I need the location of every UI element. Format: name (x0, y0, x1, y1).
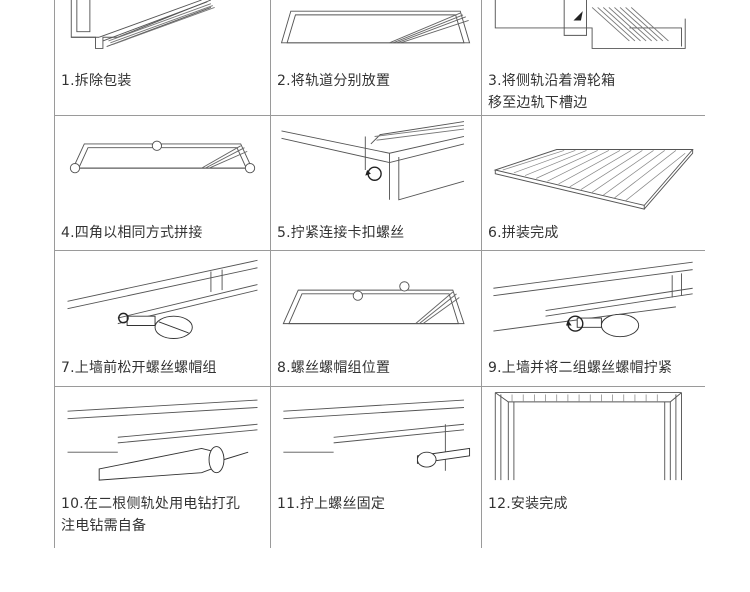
step-12-caption: 12.安装完成 (488, 493, 701, 515)
installation-steps-grid: 1.拆除包装 2.将轨道分别放置 (54, 0, 704, 548)
step-9-illustration (482, 251, 705, 359)
step-12-illustration (482, 387, 705, 495)
step-3-caption-line2: 移至边轨下槽边 (488, 92, 701, 114)
step-5-caption: 5.拧紧连接卡扣螺丝 (277, 222, 477, 244)
step-7-cell: 7.上墙前松开螺丝螺帽组 (55, 251, 271, 387)
step-7-illustration (55, 251, 270, 359)
step-1-caption: 1.拆除包装 (61, 70, 266, 92)
screwdriver-icon (127, 316, 192, 338)
corner-connector-icon (152, 141, 161, 150)
step-4-caption: 4.四角以相同方式拼接 (61, 222, 266, 244)
corner-connector-icon (70, 163, 79, 172)
arrow-icon (573, 11, 582, 20)
rotate-arrow-icon (365, 167, 381, 180)
screwdriver-icon (417, 448, 469, 467)
step-9-cell: 9.上墙并将二组螺丝螺帽拧紧 (482, 251, 705, 387)
step-8-illustration (271, 251, 481, 359)
step-9-caption: 9.上墙并将二组螺丝螺帽拧紧 (488, 357, 701, 379)
drill-icon (99, 447, 248, 481)
step-8-caption: 8.螺丝螺帽组位置 (277, 357, 477, 379)
screw-position-icon (353, 291, 362, 300)
step-6-cell: 6.拼装完成 (482, 116, 705, 251)
step-4-cell: 4.四角以相同方式拼接 (55, 116, 271, 251)
step-5-illustration (271, 116, 481, 224)
step-7-caption: 7.上墙前松开螺丝螺帽组 (61, 357, 266, 379)
step-10-caption: 10.在二根侧轨处用电钻打孔 注电钻需自备 (61, 493, 266, 537)
screwdriver-icon (577, 314, 638, 336)
step-11-illustration (271, 387, 481, 495)
step-3-caption-line1: 3.将侧轨沿着滑轮箱 (488, 70, 701, 92)
step-6-caption: 6.拼装完成 (488, 222, 701, 244)
step-3-cell: 3.将侧轨沿着滑轮箱 移至边轨下槽边 (482, 0, 705, 116)
step-2-cell: 2.将轨道分别放置 (271, 0, 482, 116)
step-3-caption: 3.将侧轨沿着滑轮箱 移至边轨下槽边 (488, 70, 701, 114)
step-6-illustration (482, 116, 705, 224)
step-10-cell: 10.在二根侧轨处用电钻打孔 注电钻需自备 (55, 387, 271, 548)
step-11-cell: 11.拧上螺丝固定 (271, 387, 482, 548)
step-11-caption: 11.拧上螺丝固定 (277, 493, 477, 515)
step-12-cell: 12.安装完成 (482, 387, 705, 548)
screw-position-icon (400, 282, 409, 291)
step-10-caption-line2: 注电钻需自备 (61, 515, 266, 537)
step-8-cell: 8.螺丝螺帽组位置 (271, 251, 482, 387)
step-1-cell: 1.拆除包装 (55, 0, 271, 116)
corner-connector-icon (245, 163, 254, 172)
step-2-caption: 2.将轨道分别放置 (277, 70, 477, 92)
step-10-illustration (55, 387, 270, 495)
step-5-cell: 5.拧紧连接卡扣螺丝 (271, 116, 482, 251)
step-10-caption-line1: 10.在二根侧轨处用电钻打孔 (61, 493, 266, 515)
step-4-illustration (55, 116, 270, 224)
